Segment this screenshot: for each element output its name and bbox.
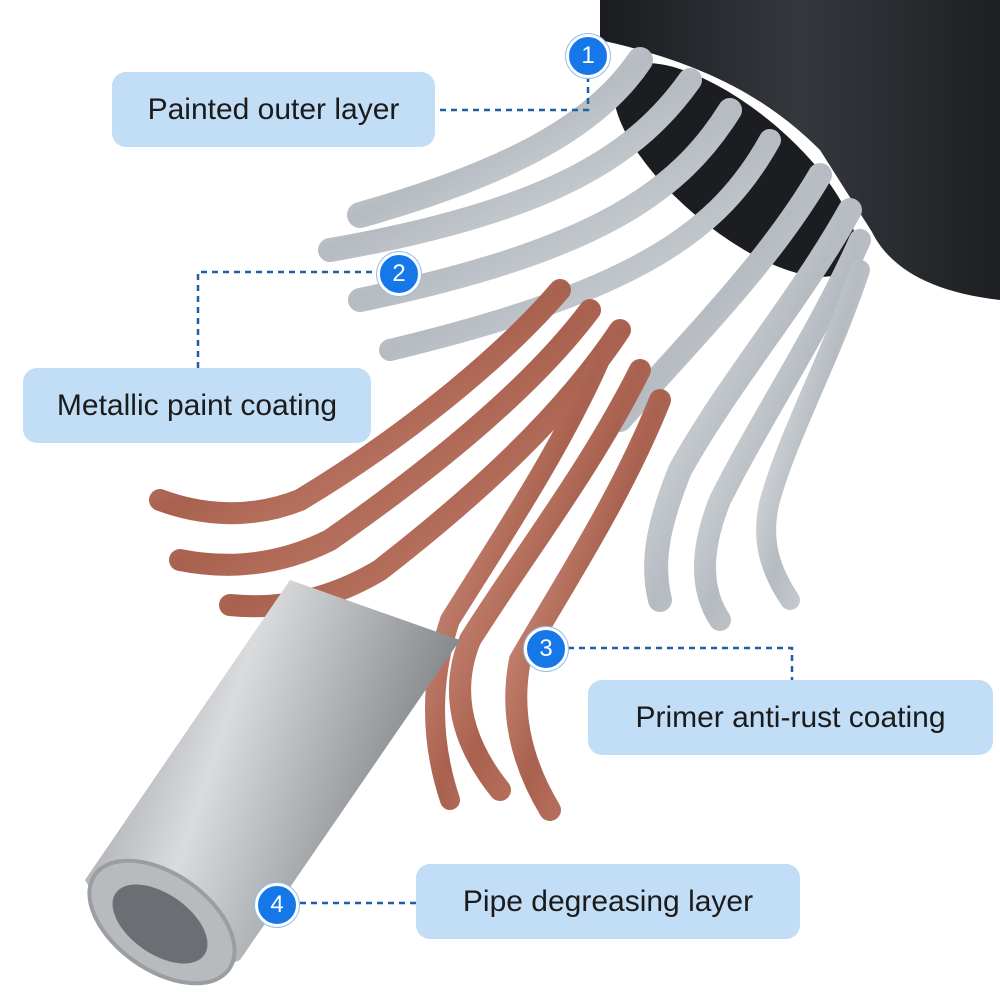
callout-number-badge-4: 4 (255, 883, 299, 927)
leader-line-1 (440, 75, 590, 112)
callout-label-metallic-paint-coating: Metallic paint coating (23, 368, 371, 443)
callout-number-badge-2: 2 (377, 252, 421, 296)
leader-line-3 (568, 646, 794, 680)
inner-pipe (85, 580, 460, 986)
silver-strands (318, 47, 871, 631)
callout-number-badge-1: 1 (566, 34, 610, 78)
callout-number-badge-3: 3 (524, 627, 568, 671)
callout-label-primer-anti-rust-coating: Primer anti-rust coating (588, 680, 993, 755)
callout-label-pipe-degreasing-layer: Pipe degreasing layer (416, 864, 800, 939)
leader-line-2 (196, 270, 377, 368)
leader-lines (196, 75, 794, 905)
callout-label-painted-outer-layer: Painted outer layer (112, 72, 435, 147)
